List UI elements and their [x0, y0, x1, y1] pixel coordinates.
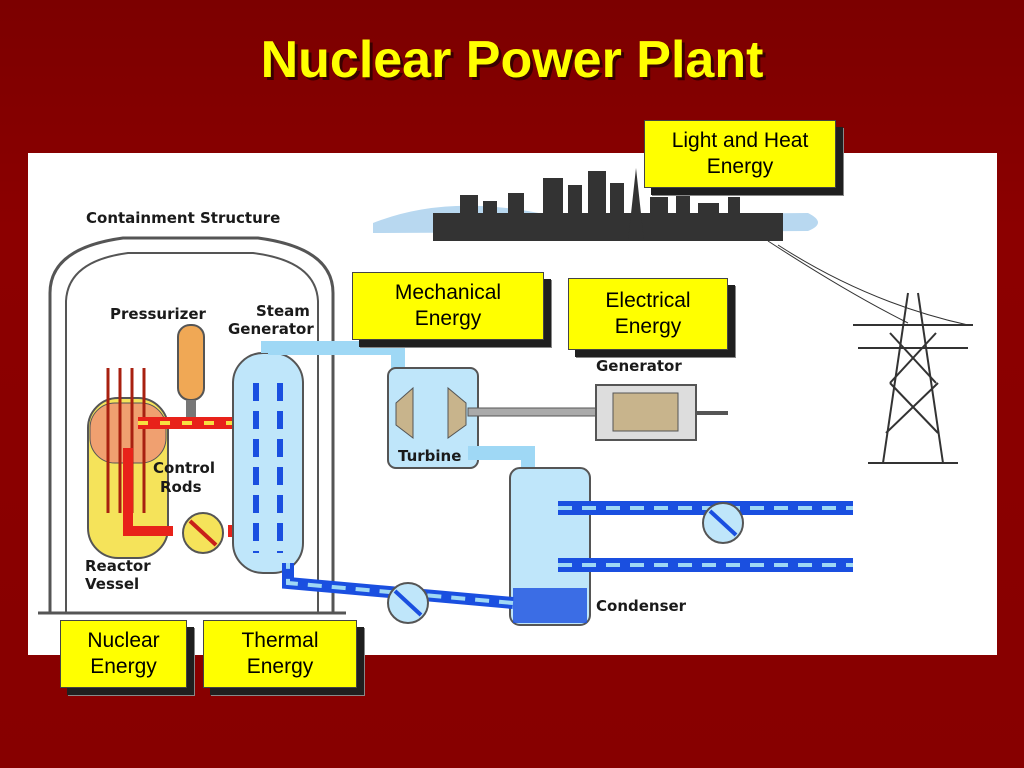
label-condenser: Condenser — [596, 597, 687, 615]
label-vessel: Vessel — [85, 575, 140, 593]
callout-mechanical-energy: Mechanical Energy — [352, 272, 544, 340]
callout-mechanical-line1: Mechanical — [394, 281, 502, 304]
callout-light-heat-line1: Light and Heat — [671, 129, 809, 152]
callout-thermal-line2: Energy — [246, 655, 314, 678]
transmission-tower-icon — [853, 292, 973, 464]
callout-mechanical-line2: Energy — [414, 307, 482, 330]
label-containment-structure: Containment Structure — [86, 209, 281, 227]
callout-electrical-energy: Electrical Energy — [568, 278, 728, 350]
label-turbine: Turbine — [398, 447, 462, 465]
callout-light-heat-line2: Energy — [706, 155, 774, 178]
slide-title: Nuclear Power Plant — [260, 31, 764, 89]
label-control: Control — [153, 459, 216, 477]
city-skyline-icon — [373, 168, 818, 241]
callout-nuclear-energy: Nuclear Energy — [60, 620, 187, 688]
callout-light-heat-energy: Light and Heat Energy — [644, 120, 836, 188]
callout-thermal-line1: Thermal — [241, 629, 319, 652]
callout-nuclear-line1: Nuclear — [87, 629, 160, 652]
label-generator: Generator — [596, 357, 682, 375]
containment-structure — [48, 236, 335, 613]
label-rods: Rods — [160, 478, 202, 496]
label-reactor: Reactor — [85, 557, 151, 575]
plant-schematic — [38, 168, 973, 626]
label-steam-generator: Generator — [228, 320, 314, 338]
callout-thermal-energy: Thermal Energy — [203, 620, 357, 688]
label-pressurizer: Pressurizer — [110, 305, 206, 323]
callout-nuclear-line2: Energy — [90, 655, 157, 678]
callout-electrical-line2: Energy — [614, 315, 682, 338]
callout-electrical-line1: Electrical — [605, 289, 691, 312]
plant-diagram: Containment Structure Pressurizer Steam … — [28, 153, 997, 655]
label-steam: Steam — [256, 302, 310, 320]
